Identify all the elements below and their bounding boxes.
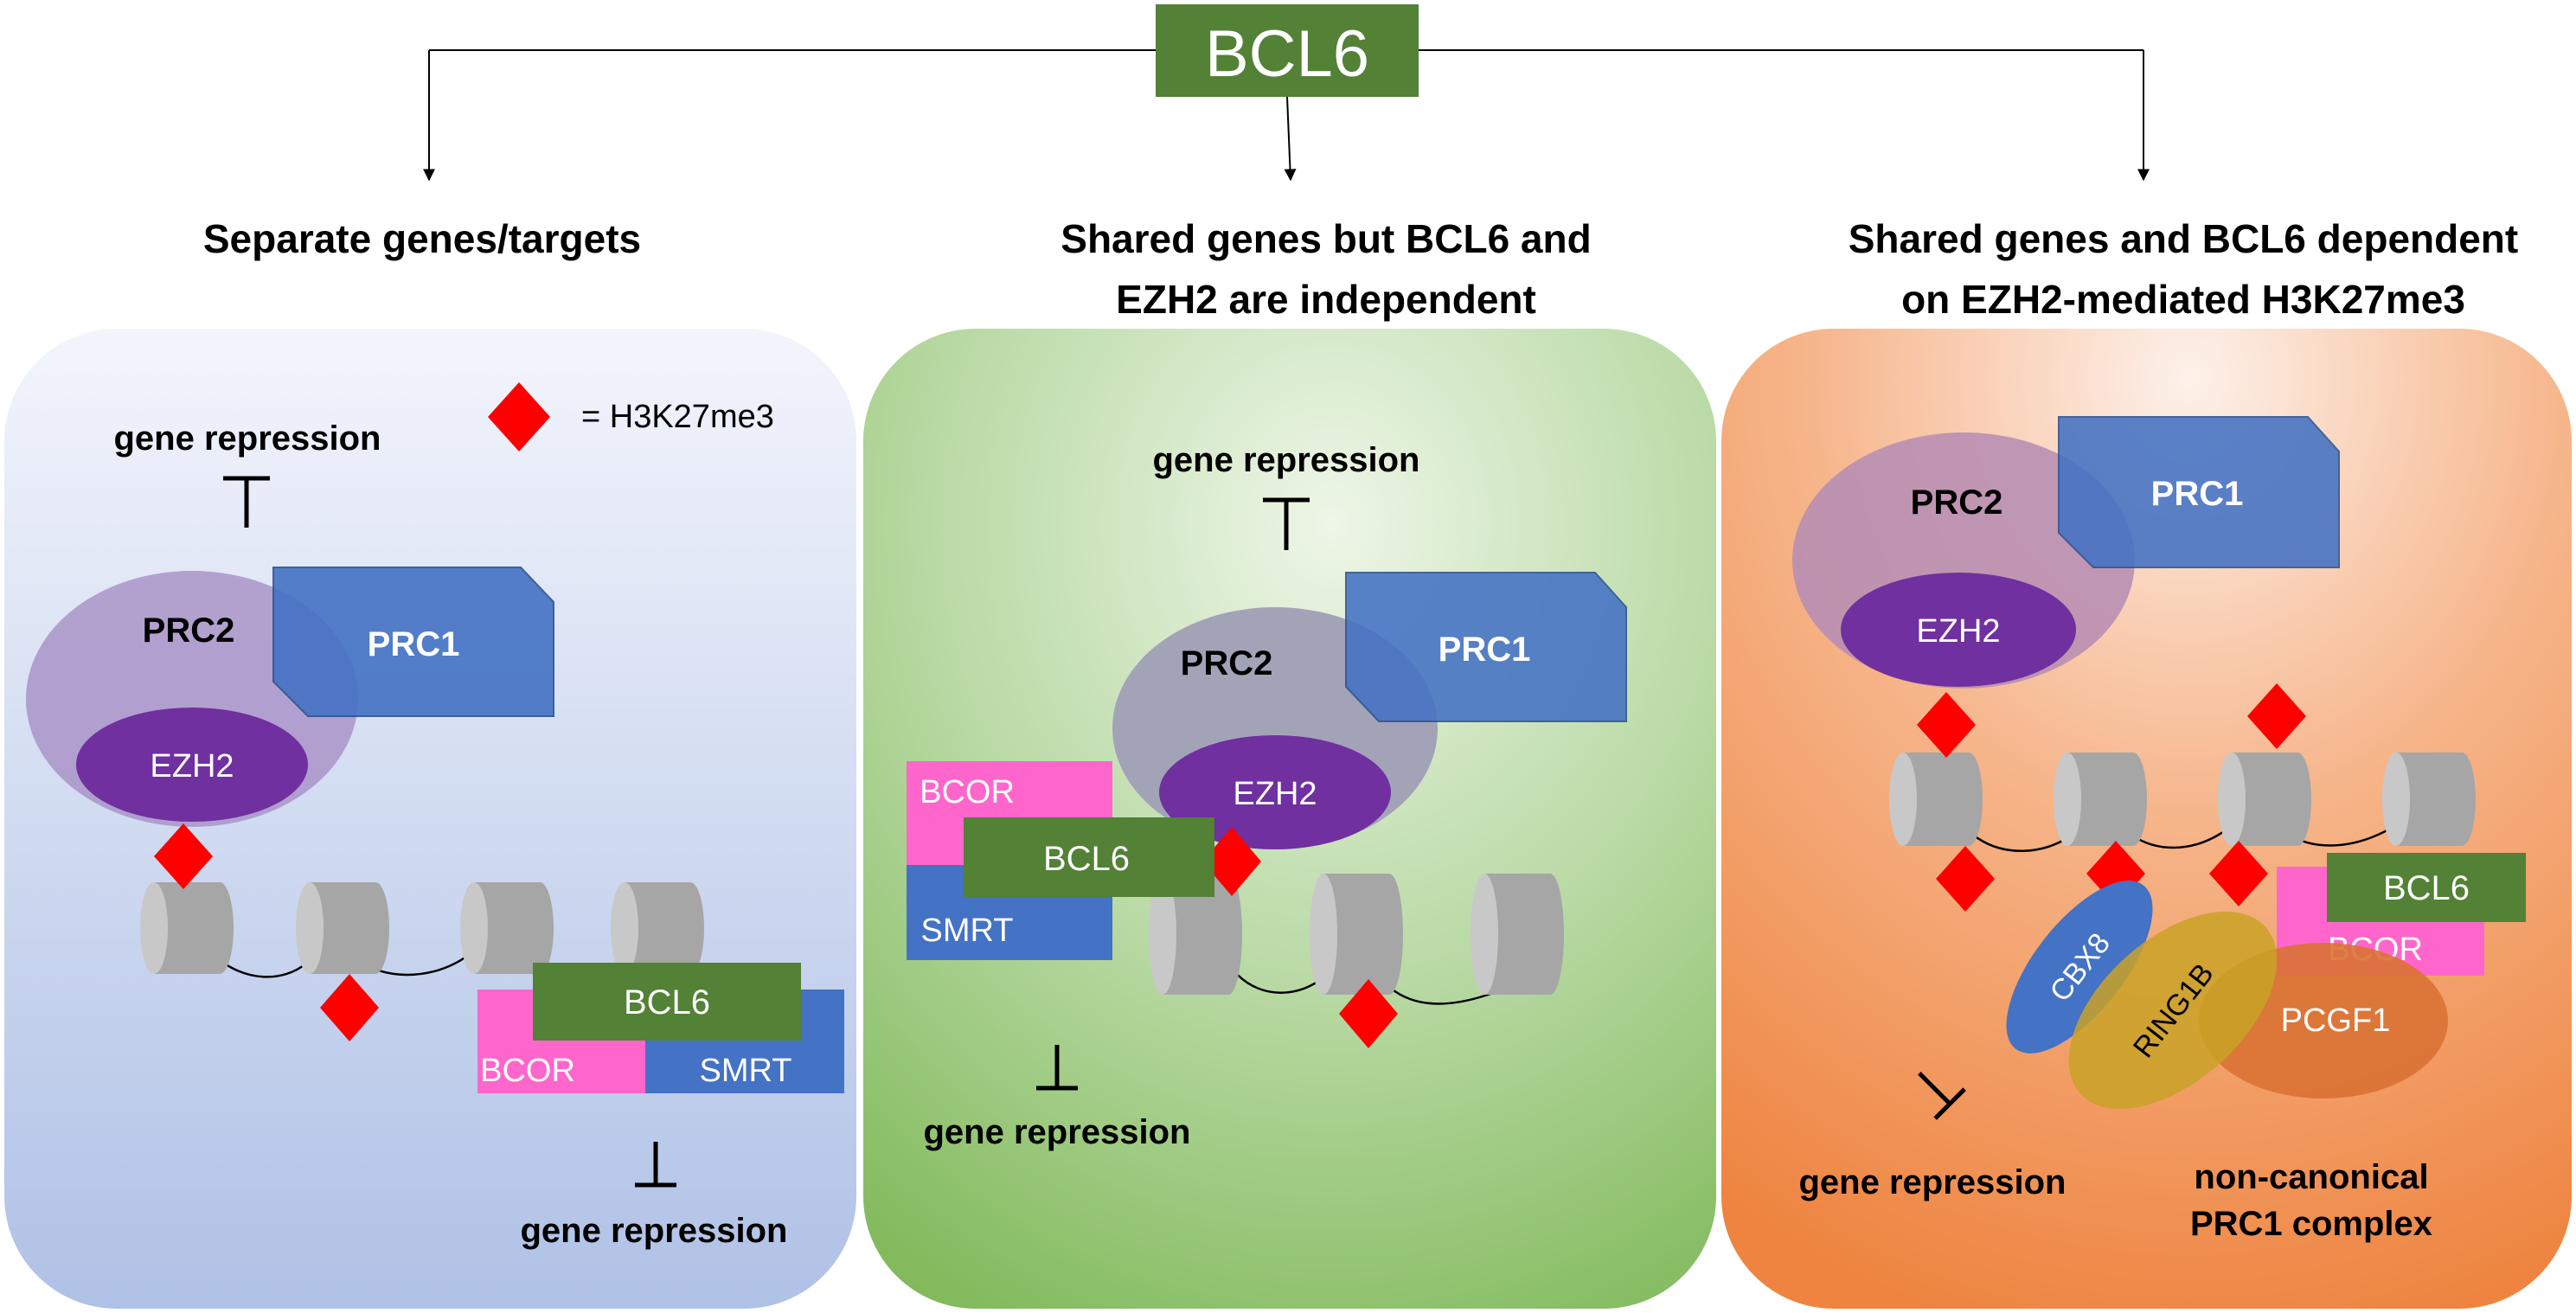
title: BCL6 (1205, 17, 1369, 91)
nucleosome (1889, 753, 1983, 846)
panel-3: PRC2 PRC1 EZH2 (1721, 329, 2572, 1309)
nucleosome (2218, 753, 2311, 846)
nucleosome (1310, 874, 1403, 995)
legend-label: = H3K27me3 (581, 399, 774, 435)
panel-3-heading-line1: Shared genes and BCL6 dependent (1849, 216, 2518, 261)
prc1-label: PRC1 (2151, 475, 2244, 513)
pcgf1-label: PCGF1 (2281, 1002, 2391, 1039)
ezh2-label: EZH2 (150, 748, 234, 785)
nucleosome (460, 882, 554, 974)
bcl6-title-box: BCL6 (1156, 4, 1419, 97)
bcl6-label: BCL6 (2383, 869, 2470, 907)
prc1-box (1345, 572, 1627, 722)
smrt-label: SMRT (700, 1053, 792, 1089)
repression-t-bar-icon (1918, 1072, 1966, 1120)
prc1-box (272, 567, 554, 717)
repression-t-bar-icon (1036, 1045, 1078, 1091)
nucleosome (296, 882, 389, 974)
prc2-label: PRC2 (1181, 644, 1273, 682)
ezh2-ellipse (1159, 735, 1391, 849)
panel-2-heading-line2: EZH2 are independent (1116, 277, 1536, 322)
ezh2-label: EZH2 (1916, 613, 2000, 650)
bcl6-box (2327, 853, 2526, 922)
nucleosome (1471, 874, 1564, 995)
h3k27me3-diamond (2247, 683, 2306, 749)
smrt-label: SMRT (921, 913, 1014, 949)
nucleosome (611, 882, 704, 974)
ring1b-ellipse (2068, 911, 2278, 1110)
repression-t-bar-icon (223, 476, 270, 528)
ezh2-ellipse (1841, 573, 2076, 687)
complex-label-line2: PRC1 complex (2190, 1205, 2432, 1243)
prc1-label: PRC1 (368, 625, 460, 663)
repression-t-bar-icon (1263, 497, 1310, 550)
prc2-label: PRC2 (1911, 484, 2003, 522)
prc1-label: PRC1 (1439, 631, 1531, 669)
prc2-label: PRC2 (143, 612, 235, 650)
panel-1-heading: Separate genes/targets (203, 216, 641, 261)
h3k27me3-diamond (2209, 841, 2268, 906)
h3k27me3-diamond (1917, 692, 1976, 758)
h3k27me3-diamond (1936, 846, 1995, 912)
panel-2-gene-repression-bottom: gene repression (923, 1113, 1190, 1151)
panel-1-gene-repression-bottom: gene repression (520, 1212, 787, 1250)
bcl6-label: BCL6 (624, 983, 710, 1022)
panel-1: = H3K27me3 gene repression PRC2 PRC1 EZH… (4, 329, 856, 1309)
prc1-box (2058, 416, 2340, 568)
complex-label-line1: non-canonical (2194, 1158, 2428, 1196)
nucleosome (2054, 753, 2147, 846)
h3k27me3-diamond (154, 823, 213, 889)
repression-t-bar-icon (635, 1142, 676, 1188)
panel-1-gene-repression-top: gene repression (113, 420, 381, 458)
bcl6-label: BCL6 (1043, 840, 1130, 878)
bcl6-box (964, 817, 1214, 897)
panel-3-heading-line2: on EZH2-mediated H3K27me3 (1901, 277, 2465, 322)
ezh2-ellipse (76, 708, 308, 822)
h3k27me3-diamond (1202, 827, 1261, 896)
panel-2: gene repression PRC2 PRC1 EZH2 (863, 329, 1716, 1309)
panel-3-gene-repression: gene repression (1798, 1163, 2066, 1201)
bcor-label: BCOR (480, 1053, 575, 1089)
title-connectors (423, 49, 2150, 182)
panel-2-gene-repression-top: gene repression (1152, 441, 1419, 479)
bcl6-box (533, 963, 801, 1041)
cbx8-ellipse (2006, 881, 2153, 1054)
ezh2-label: EZH2 (1233, 776, 1317, 812)
bcor-label: BCOR (920, 774, 1015, 810)
h3k27me3-diamond (1339, 979, 1398, 1048)
h3k27me3-diamond (320, 974, 379, 1041)
h3k27me3-legend-diamond (488, 382, 550, 452)
panel-2-heading-line1: Shared genes but BCL6 and (1061, 216, 1591, 261)
nucleosome (140, 882, 234, 974)
nucleosome (2382, 753, 2476, 846)
